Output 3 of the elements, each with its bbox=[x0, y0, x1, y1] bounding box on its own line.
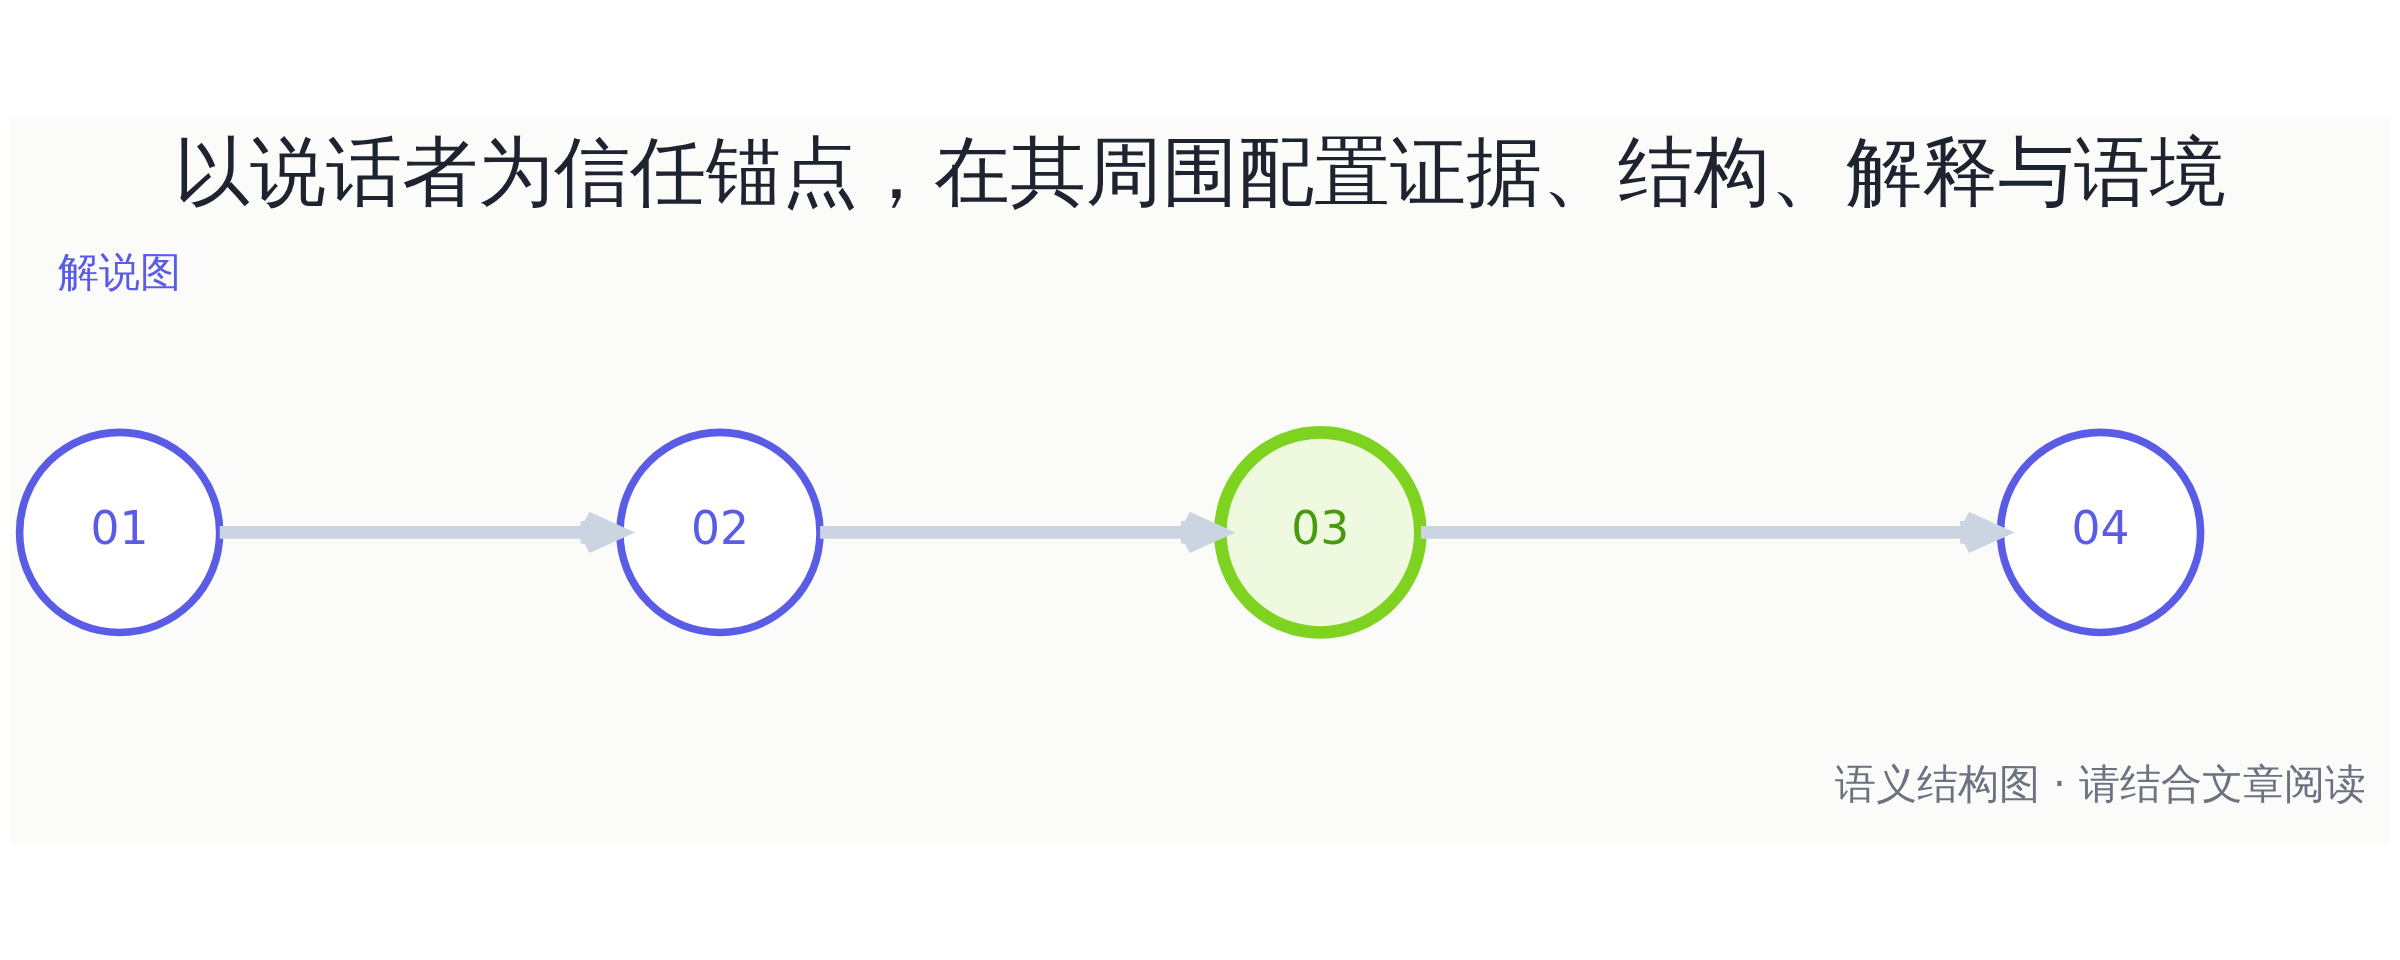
caption: 语义结构图 · 请结合文章阅读 bbox=[1835, 759, 2366, 808]
diagram-title: 以说话者为信任锚点，在其周围配置证据、结构、解释与语境 bbox=[174, 126, 2226, 216]
label: 解说图 bbox=[58, 247, 182, 296]
